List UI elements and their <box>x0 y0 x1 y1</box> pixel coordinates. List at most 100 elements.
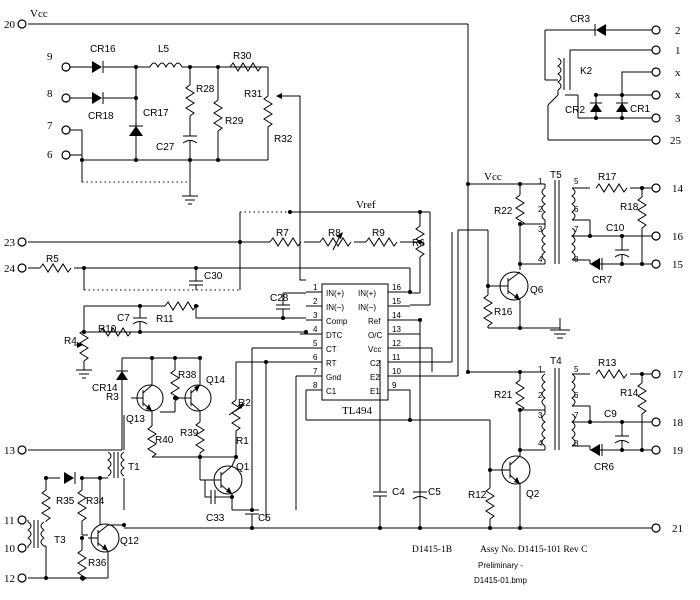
ic-part-label: TL494 <box>342 405 372 417</box>
t5-pin-8: 8 <box>574 255 579 264</box>
label-q13: Q13 <box>126 414 145 425</box>
terminal-17 <box>651 369 661 379</box>
preliminary-note: Preliminary - <box>478 561 523 570</box>
label-c10: C10 <box>606 223 625 234</box>
ic-pin-10-name: E2 <box>370 373 380 382</box>
terminal-2 <box>651 25 661 35</box>
terminal-25-label: 25 <box>670 135 682 147</box>
t4-pin-4: 4 <box>538 439 543 448</box>
label-r30: R30 <box>233 51 252 62</box>
t4-pin-7: 7 <box>574 411 579 420</box>
terminal-14-label: 14 <box>672 183 684 195</box>
t4-pin-1: 1 <box>538 365 543 374</box>
relay-k2 <box>544 24 652 141</box>
vcc-label: Vcc <box>30 8 48 20</box>
label-r6: R6 <box>412 238 425 249</box>
terminal-11 <box>17 515 27 525</box>
ic-pin-4-name: DTC <box>326 331 343 340</box>
terminal-18-label: 18 <box>672 417 684 429</box>
terminal-23-label: 23 <box>4 237 16 249</box>
label-r9: R9 <box>372 228 385 239</box>
label-r12: R12 <box>468 490 487 501</box>
label-r38: R38 <box>178 370 197 381</box>
vcc-right-label: Vcc <box>484 171 502 183</box>
label-c4: C4 <box>392 487 405 498</box>
ic-pin-14: 14 <box>392 311 401 320</box>
terminal-8-label: 8 <box>47 88 53 100</box>
terminal-x-1 <box>651 67 661 77</box>
terminal-6 <box>61 150 71 160</box>
label-q12: Q12 <box>120 536 139 547</box>
label-q1: Q1 <box>236 462 250 473</box>
label-c27: C27 <box>156 142 175 153</box>
terminal-19 <box>651 445 661 455</box>
terminal-x-1-label: x <box>675 67 681 79</box>
terminal-1 <box>651 45 661 55</box>
label-cr7: CR7 <box>592 275 612 286</box>
label-r22: R22 <box>494 206 513 217</box>
ic-pin-8-name: C1 <box>326 387 337 396</box>
terminal-13-label: 13 <box>4 445 16 457</box>
label-c30: C30 <box>204 271 223 282</box>
ic-pin-4: 4 <box>313 325 318 334</box>
terminal-11-label: 11 <box>4 515 15 527</box>
terminal-18 <box>651 417 661 427</box>
t5-pin-6: 6 <box>574 205 579 214</box>
terminal-3-label: 3 <box>675 113 681 125</box>
terminal-17-label: 17 <box>672 369 684 381</box>
terminal-6-label: 6 <box>47 149 53 161</box>
label-t1: T1 <box>128 462 140 473</box>
label-cr3: CR3 <box>570 14 590 25</box>
ic-pin-2: 2 <box>313 297 318 306</box>
driver-section <box>28 357 266 528</box>
terminal-x-2-label: x <box>675 89 681 101</box>
t4-pin-8: 8 <box>574 439 579 448</box>
label-r10: R10 <box>98 324 117 335</box>
label-cr2: CR2 <box>565 105 585 116</box>
label-c5-right: C5 <box>428 487 441 498</box>
feedback-network <box>28 211 431 379</box>
ic-pin-16-name: IN(+) <box>358 289 376 298</box>
t5-pin-7: 7 <box>574 225 579 234</box>
t5-pin-1: 1 <box>538 177 543 186</box>
terminal-10-label: 10 <box>4 543 16 555</box>
ic-pin-15-name: IN(−) <box>358 303 376 312</box>
t4-pin-3: 3 <box>538 411 543 420</box>
terminal-23 <box>17 237 27 247</box>
label-r18: R18 <box>620 202 639 213</box>
terminal-12 <box>17 573 27 583</box>
label-r36: R36 <box>88 558 107 569</box>
label-k2: K2 <box>580 66 593 77</box>
label-r5: R5 <box>46 254 59 265</box>
output-stage-lower <box>485 368 652 528</box>
terminal-9 <box>61 62 71 72</box>
terminal-24 <box>17 263 27 273</box>
label-c7: C7 <box>117 313 130 324</box>
ic-pin-9-name: E1 <box>370 387 380 396</box>
terminal-20 <box>17 19 27 29</box>
label-cr16: CR16 <box>90 44 116 55</box>
label-t4: T4 <box>550 356 562 367</box>
t5-pin-4: 4 <box>538 255 543 264</box>
terminal-20-label: 20 <box>4 19 16 31</box>
terminal-7-label: 7 <box>47 120 53 132</box>
terminal-25 <box>651 135 661 145</box>
terminal-15 <box>651 259 661 269</box>
terminal-3 <box>651 113 661 123</box>
ic-right-pins: 16 IN(+) 15 IN(−) 14 Ref 13 O/C 12 Vcc 1… <box>358 283 401 396</box>
decoupling-caps <box>373 488 428 528</box>
label-r11: R11 <box>156 314 174 325</box>
terminal-8 <box>61 93 71 103</box>
label-r28: R28 <box>196 84 215 95</box>
ic-pin-14-name: Ref <box>368 317 381 326</box>
label-r13: R13 <box>598 358 617 369</box>
label-c5-left: C5 <box>258 513 271 524</box>
terminal-7 <box>61 125 71 135</box>
terminal-1-label: 1 <box>675 45 681 57</box>
ic-pin-3-name: Comp <box>326 317 348 326</box>
label-c28: C28 <box>270 293 289 304</box>
label-c33: C33 <box>206 513 225 524</box>
ic-pin-1: 1 <box>313 283 318 292</box>
terminal-16-label: 16 <box>672 231 684 243</box>
